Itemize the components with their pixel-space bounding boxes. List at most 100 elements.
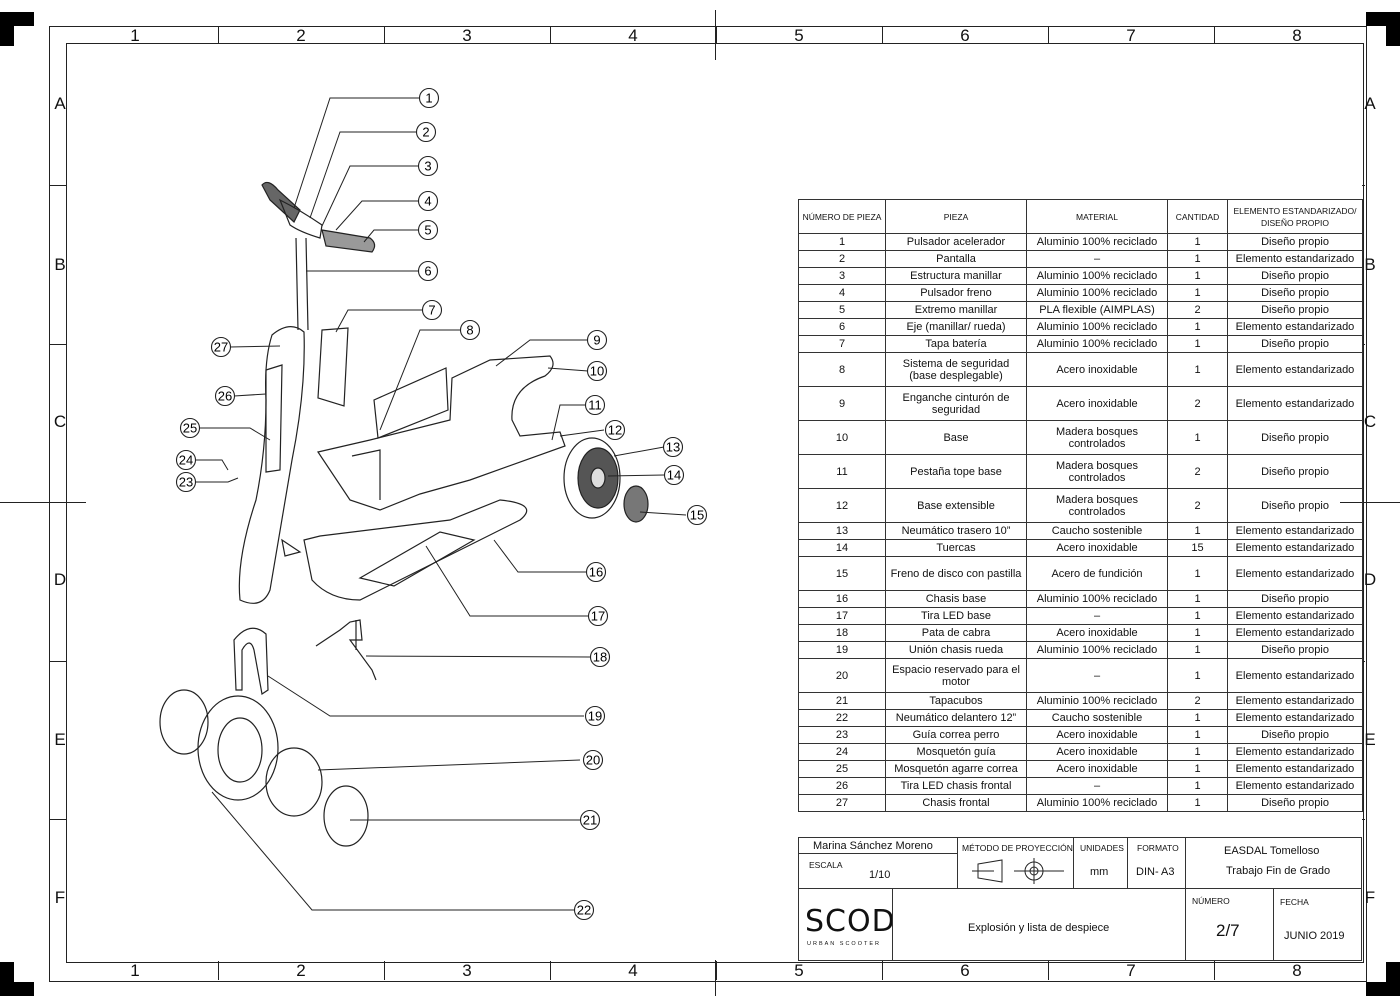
school-name: EASDAL Tomelloso <box>1224 845 1320 857</box>
cell-part-number: 5 <box>798 301 886 319</box>
callout-number: 2 <box>422 125 429 140</box>
handlebar-grip-right <box>321 229 376 253</box>
cell-quantity: 2 <box>1167 692 1228 710</box>
callout-number: 13 <box>666 440 680 455</box>
callout-number: 21 <box>583 813 597 828</box>
cell-quantity: 1 <box>1167 658 1228 693</box>
format-cell: FORMATO DIN- A3 <box>1127 837 1186 889</box>
zone-tick <box>384 961 385 980</box>
row-label-left: A <box>54 94 66 113</box>
cell-part-number: 6 <box>798 318 886 336</box>
center-mark <box>715 960 716 996</box>
drawing-title: Explosión y lista de despiece <box>968 922 1110 934</box>
school-cell: EASDAL Tomelloso Trabajo Fin de Grado <box>1185 837 1362 889</box>
cell-piece: Neumático delantero 12” <box>885 709 1027 727</box>
cell-element-type: Elemento estandarizado <box>1227 250 1363 268</box>
cell-quantity: 1 <box>1167 590 1228 608</box>
cell-quantity: 1 <box>1167 743 1228 761</box>
callout-number: 8 <box>466 323 473 338</box>
zone-tick <box>384 26 385 43</box>
row-label-right: D <box>1363 570 1377 589</box>
cell-element-type: Elemento estandarizado <box>1227 692 1363 710</box>
zone-tick <box>49 819 66 820</box>
zone-tick <box>49 185 66 186</box>
cell-part-number: 27 <box>798 794 886 812</box>
callout-number: 3 <box>424 159 431 174</box>
callout-number: 9 <box>593 333 600 348</box>
cell-material: Aluminio 100% reciclado <box>1026 233 1168 251</box>
cell-quantity: 1 <box>1167 760 1228 778</box>
cell-material: – <box>1026 607 1168 625</box>
cell-quantity: 2 <box>1167 488 1228 523</box>
sheet-number-value: 2/7 <box>1216 921 1240 940</box>
cell-part-number: 22 <box>798 709 886 727</box>
cell-part-number: 23 <box>798 726 886 744</box>
cell-piece: Extremo manillar <box>885 301 1027 319</box>
cell-element-type: Diseño propio <box>1227 488 1363 523</box>
callout-circle <box>586 329 608 351</box>
callout-number: 1 <box>425 91 432 106</box>
callout-number: 5 <box>424 223 431 238</box>
cell-piece: Sistema de seguridad (base desplegable) <box>885 352 1027 387</box>
callout-number: 11 <box>588 398 602 413</box>
callout-circle <box>175 471 197 493</box>
cell-part-number: 4 <box>798 284 886 302</box>
cell-material: Madera bosques controlados <box>1026 454 1168 489</box>
center-mark <box>0 502 86 503</box>
cell-piece: Chasis base <box>885 590 1027 608</box>
cell-piece: Unión chasis rueda <box>885 641 1027 659</box>
col-label-bottom: 4 <box>628 961 638 980</box>
callout-number: 6 <box>424 264 431 279</box>
cell-quantity: 15 <box>1167 539 1228 557</box>
callout-number: 24 <box>179 453 193 468</box>
cell-element-type: Diseño propio <box>1227 301 1363 319</box>
cell-material: Aluminio 100% reciclado <box>1026 335 1168 353</box>
cell-part-number: 25 <box>798 760 886 778</box>
cell-material: Acero inoxidable <box>1026 726 1168 744</box>
cell-quantity: 1 <box>1167 233 1228 251</box>
cell-element-type: Diseño propio <box>1227 284 1363 302</box>
cell-part-number: 12 <box>798 488 886 523</box>
cell-quantity: 1 <box>1167 250 1228 268</box>
callout-number: 18 <box>593 650 607 665</box>
cell-quantity: 1 <box>1167 318 1228 336</box>
scale-cell: ESCALA 1/10 <box>798 853 958 889</box>
scale-value: 1/10 <box>869 869 891 881</box>
kickstand <box>315 619 377 681</box>
cell-element-type: Elemento estandarizado <box>1227 624 1363 642</box>
date-cell: FECHA JUNIO 2019 <box>1273 888 1362 961</box>
col-label-bottom: 2 <box>296 961 306 980</box>
cell-part-number: 11 <box>798 454 886 489</box>
cell-element-type: Elemento estandarizado <box>1227 318 1363 336</box>
cell-part-number: 9 <box>798 386 886 421</box>
cell-quantity: 1 <box>1167 624 1228 642</box>
cell-element-type: Elemento estandarizado <box>1227 522 1363 540</box>
callout-circle <box>686 504 708 526</box>
cell-part-number: 10 <box>798 420 886 455</box>
format-label: FORMATO <box>1137 843 1179 853</box>
zone-tick <box>218 961 219 980</box>
zone-tick <box>1362 343 1365 345</box>
cell-element-type: Diseño propio <box>1227 335 1363 353</box>
units-value: mm <box>1090 866 1109 878</box>
cell-element-type: Elemento estandarizado <box>1227 777 1363 795</box>
cell-element-type: Elemento estandarizado <box>1227 352 1363 387</box>
col-label-bottom: 6 <box>960 961 970 980</box>
cell-quantity: 1 <box>1167 420 1228 455</box>
callout-number: 22 <box>577 903 591 918</box>
cell-element-type: Elemento estandarizado <box>1227 760 1363 778</box>
cell-material: Acero inoxidable <box>1026 352 1168 387</box>
cell-part-number: 19 <box>798 641 886 659</box>
callout-number: 16 <box>589 565 603 580</box>
cell-quantity: 1 <box>1167 335 1228 353</box>
cell-part-number: 24 <box>798 743 886 761</box>
brake-disc <box>623 485 649 523</box>
